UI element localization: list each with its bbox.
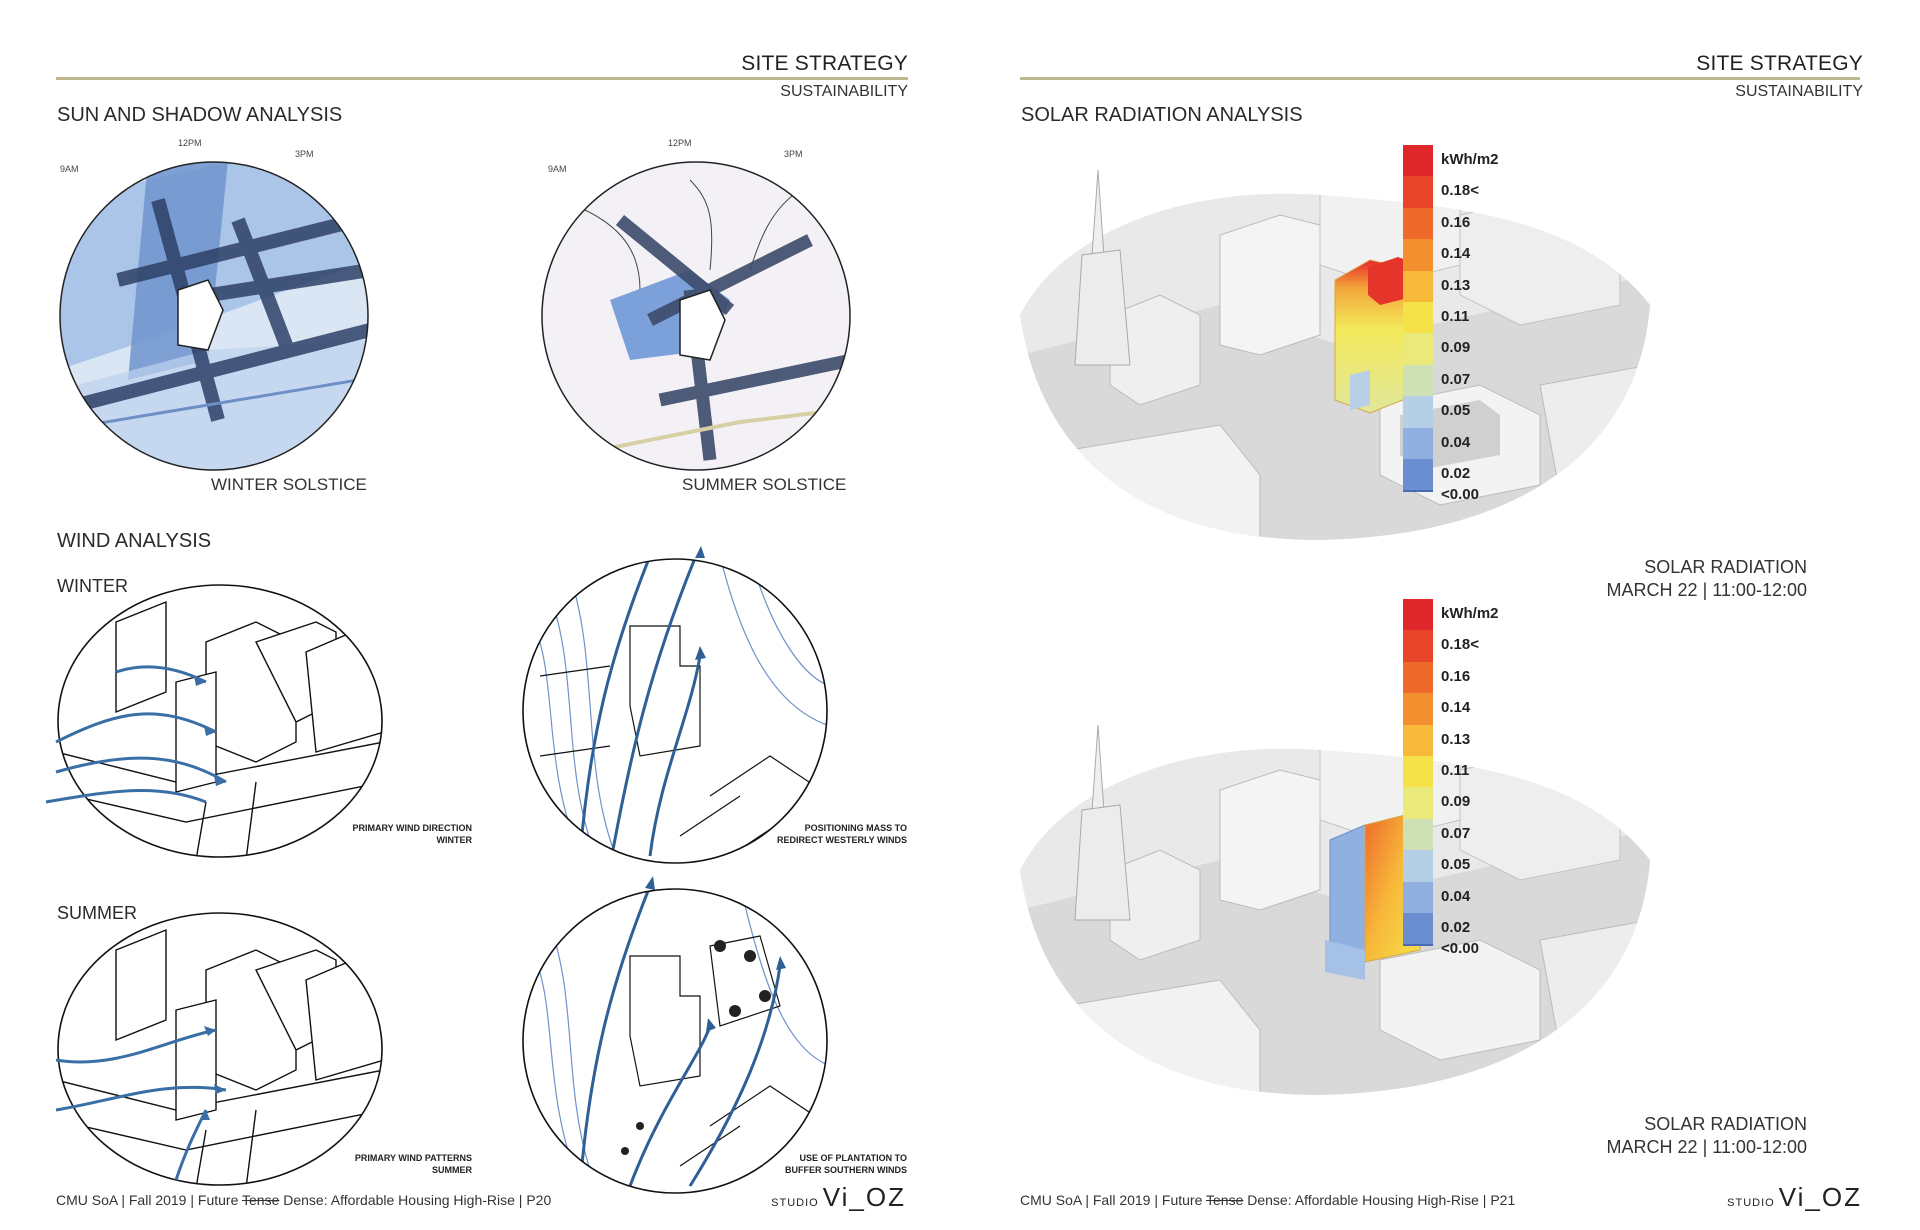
- summer-wind-plan: [522, 876, 828, 1194]
- solar-render-bottom: [1020, 724, 1650, 1096]
- sun-shadow-title: SUN AND SHADOW ANALYSIS: [57, 104, 343, 126]
- studio-logo-right: STUDIO Vi_OZ: [1727, 1182, 1862, 1212]
- winter-wind-plan: [522, 546, 828, 864]
- legend-top: kWh/m2 0.18< 0.16 0.14 0.13 0.11 0.09 0.…: [1403, 145, 1523, 510]
- studio-logo-left: STUDIO Vi_OZ: [771, 1182, 906, 1212]
- footer-text-left: CMU SoA | Fall 2019 | Future Tense Dense…: [56, 1192, 552, 1208]
- winter-solstice-caption: WINTER SOLSTICE: [211, 475, 367, 494]
- time-label-12pm-summer: 12PM: [668, 138, 692, 148]
- time-label-9am-summer: 9AM: [548, 164, 567, 174]
- footer-text-right: CMU SoA | Fall 2019 | Future Tense Dense…: [1020, 1192, 1516, 1208]
- header-rule-right: [1020, 77, 1860, 80]
- header-subtitle: SUSTAINABILITY: [780, 83, 908, 100]
- winter-wind-axo: [45, 584, 383, 858]
- time-label-9am: 9AM: [60, 164, 79, 174]
- wind-analysis-title: WIND ANALYSIS: [57, 530, 212, 552]
- winter-label: WINTER: [57, 576, 128, 596]
- header-title: SITE STRATEGY: [741, 52, 908, 75]
- winter-sun-diagram: [59, 161, 369, 471]
- solar-render-top: [1020, 169, 1650, 541]
- solar-radiation-title: SOLAR RADIATION ANALYSIS: [1021, 104, 1303, 126]
- summer-wind-axo: [55, 912, 383, 1186]
- time-label-3pm-summer: 3PM: [784, 149, 803, 159]
- header-subtitle-right: SUSTAINABILITY: [1735, 83, 1863, 100]
- page-left: SITE STRATEGY SUSTAINABILITY SUN AND SHA…: [45, 52, 908, 1212]
- legend-bottom: kWh/m2 0.18< 0.16 0.14 0.13 0.11 0.09 0.…: [1403, 599, 1523, 964]
- header-rule: [56, 77, 908, 80]
- summer-label: SUMMER: [57, 903, 137, 923]
- time-label-12pm: 12PM: [178, 138, 202, 148]
- summer-sun-diagram: [541, 161, 851, 471]
- header-title-right: SITE STRATEGY: [1696, 52, 1863, 75]
- page-right: SITE STRATEGY SUSTAINABILITY SOLAR RADIA…: [960, 0, 1920, 1230]
- time-label-3pm: 3PM: [295, 149, 314, 159]
- summer-solstice-caption: SUMMER SOLSTICE: [682, 475, 847, 494]
